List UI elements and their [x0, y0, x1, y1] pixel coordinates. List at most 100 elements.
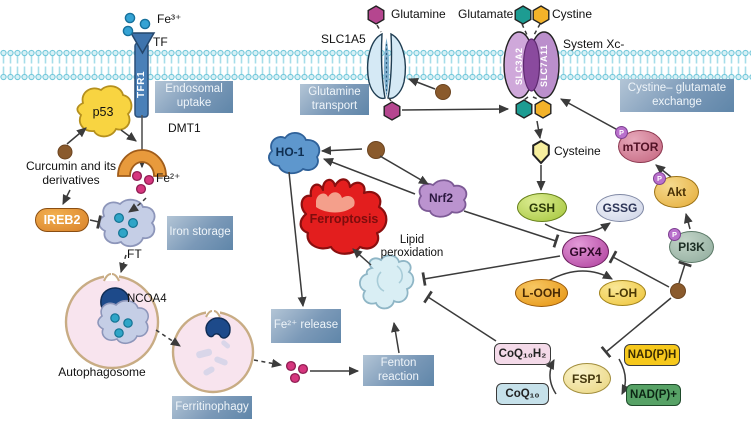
glutamine-hex-top [367, 5, 385, 25]
glutamine-transport-tag: Glutamine transport [300, 84, 369, 115]
iron-storage-tag: Iron storage [167, 216, 233, 250]
tbar-gpx4-to-lipid [421, 255, 561, 286]
inhibition-lines [89, 210, 692, 359]
phospho-badge-pi3k: P [668, 228, 681, 241]
nrf2-label: Nrf2 [428, 191, 454, 206]
nrf2-protein [418, 179, 468, 218]
lipid-peroxidation-label: Lipid peroxidation [380, 233, 444, 259]
glutamine-hex-bottom [383, 101, 401, 121]
nadp-node: NAD(P)+ [626, 384, 681, 406]
dash-vesicle-to-fe2 [253, 358, 283, 368]
cysteine-hex [532, 139, 550, 165]
tbar-dot-to-fsp1 [600, 297, 672, 359]
arrow-dot-to-nrf2 [379, 155, 429, 185]
lipid-peroxidation-blob [359, 254, 415, 310]
fe3-label: Fe³⁺ [157, 12, 182, 26]
tf-transferrin [129, 32, 156, 55]
arrow-glutamine-to-systemxc [401, 104, 510, 114]
gssg-node: GSSG [596, 194, 644, 222]
arrow-fenton-to-lipid [391, 321, 400, 354]
degraded-ferritin-fragments [196, 340, 231, 376]
gsh-node: GSH [517, 193, 567, 222]
dash-glutamine-in [376, 24, 382, 33]
ferritin-in-autophagosome [97, 299, 149, 345]
arrow-nrf2-to-ho1 [322, 158, 416, 195]
curcumin-dots [57, 84, 686, 299]
fe2-label: Fe²⁺ [156, 171, 181, 185]
dmt1-transporter [117, 149, 167, 177]
arrow-gsh-to-gssg [544, 222, 611, 234]
system-xc-transporter [503, 31, 560, 99]
arrow-ho1-to-fe2-release [288, 171, 307, 308]
system-xc-label: System Xc- [563, 37, 625, 51]
tbar-coq10h2-to-lipid [423, 290, 497, 342]
arrow-lipid-to-ferroptosis [352, 248, 372, 266]
phospho-badge-akt: P [653, 172, 666, 185]
glutamate-hex-top [514, 5, 532, 25]
arrow-akt-to-mtor [655, 164, 672, 178]
nadph-node: NAD(P)H [624, 344, 680, 366]
arrow-dot-to-ho1 [320, 146, 363, 156]
dash-cystine-out [532, 96, 541, 101]
dash-fe2-to-ft [128, 197, 147, 213]
fe2-ions [131, 170, 155, 195]
tbar-dot-to-gpx4 [608, 250, 670, 288]
arrow-fsp1-coq-cycle [545, 359, 557, 395]
arrow-p53-to-dmt1 [120, 129, 137, 142]
slc3a2-label: SLC3A2 [514, 47, 524, 85]
glutamate-hex-bottom [515, 99, 533, 119]
dash-glutamine-out [388, 97, 392, 102]
cystine-label: Cystine [552, 7, 593, 21]
cystine-hex-bottom [534, 99, 552, 119]
arrow-curcumin-to-ireb2 [62, 189, 72, 206]
gpx4-node: GPX4 [562, 235, 609, 268]
ferritin-ft [98, 198, 156, 248]
fenton-reaction-tag: Fenton reaction [363, 355, 434, 386]
glutamate-label: Glutamate [458, 7, 514, 21]
arrow-mtor-to-systemxc [560, 98, 626, 135]
dash-ft-to-autophagosome [119, 254, 128, 274]
dash-autophagosome-to-vesicle [155, 329, 181, 347]
fsp1-node: FSP1 [563, 363, 611, 394]
ferroptosis-blob [299, 178, 388, 255]
ferritinophagy-vesicle [171, 308, 255, 394]
endosomal-uptake-tag: Endosomal uptake [155, 81, 233, 113]
ncoa4-label: NCOA4 [127, 293, 167, 305]
ft-label: FT [127, 247, 142, 261]
dash-cystine-in [533, 23, 541, 36]
curcumin-label: Curcumin and its derivatives [25, 159, 117, 187]
ncoa4-in-ferritinophagy [205, 317, 231, 339]
phospho-badge-mtor: P [615, 126, 628, 139]
p53-label: p53 [92, 104, 114, 119]
dashed-arrows [119, 23, 541, 368]
glutamine-label: Glutamine [391, 7, 446, 21]
coq10h2-node: CoQ₁₀H₂ [494, 343, 551, 365]
tbar-ireb2-to-ft [89, 215, 102, 229]
arrow-cystine-to-cysteine [534, 120, 543, 140]
slc1a5-transporter [366, 32, 407, 100]
ferritinophagy-tag: Ferritinophagy [172, 396, 252, 419]
ho1-protein [268, 132, 321, 175]
p53-protein [76, 85, 133, 138]
coq10-node: CoQ₁₀ [496, 383, 549, 405]
dash-glutamate-in [521, 23, 528, 36]
activation-arrows [62, 78, 693, 396]
dmt1-label: DMT1 [168, 121, 201, 135]
ho1-label: HO-1 [275, 145, 305, 160]
slc1a5-label: SLC1A5 [321, 32, 366, 46]
arrow-dot-to-slc1a5 [407, 78, 436, 90]
fe2-released-ions [285, 360, 309, 384]
tbar-nrf2-to-gpx4 [463, 210, 560, 248]
loh-node: L-OH [599, 280, 646, 306]
arrow-fsp1-nadp-cycle [618, 358, 631, 396]
metabolite-hexagons [367, 5, 552, 165]
dash-glutamate-out [523, 96, 529, 101]
tfr1-label: TFR1 [136, 71, 147, 99]
arrow-pi3k-to-akt [683, 212, 693, 230]
fe2-release-tag: Fe²⁺ release [271, 309, 341, 343]
slc7a11-label: SLC7A11 [539, 44, 549, 88]
autophagosome-label: Autophagosome [58, 365, 146, 380]
tf-label: TF [153, 35, 168, 49]
tbar-dot-to-pi3k [678, 260, 692, 284]
